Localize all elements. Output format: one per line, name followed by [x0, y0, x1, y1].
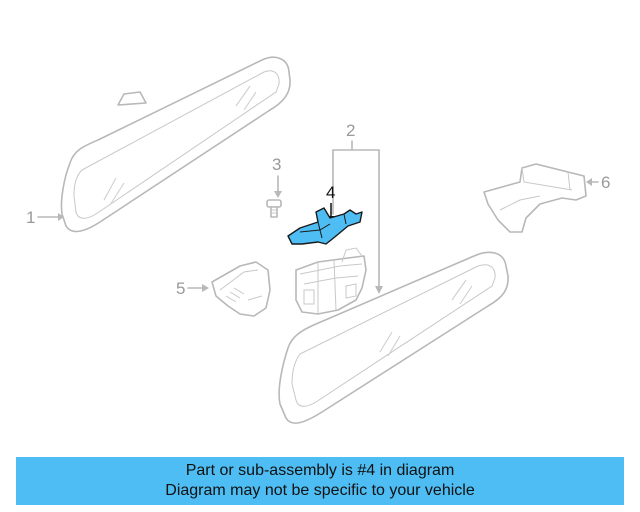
mirror-lower	[278, 251, 509, 424]
parts-diagram: 1 2 3 4	[26, 56, 610, 424]
mirror-upper	[60, 56, 291, 233]
bracket-part-4: 4	[287, 183, 363, 245]
callout-6-label: 6	[601, 173, 610, 192]
mount-housing	[295, 247, 367, 315]
screw-part-3: 3	[266, 155, 282, 218]
callout-2-label: 2	[346, 121, 355, 140]
banner-line-1: Part or sub-assembly is #4 in diagram	[185, 462, 455, 479]
banner-line-2: Diagram may not be specific to your vehi…	[165, 482, 475, 499]
callout-5-label: 5	[176, 279, 185, 298]
clip-part-6: 6	[483, 163, 610, 233]
callout-3-label: 3	[272, 155, 281, 174]
callout-4-label: 4	[326, 183, 335, 202]
callout-1-label: 1	[26, 208, 35, 227]
callout-2: 2	[332, 121, 383, 294]
callout-1: 1	[26, 208, 64, 227]
info-banner: Part or sub-assembly is #4 in diagram Di…	[16, 457, 624, 505]
cover-part-5: 5	[176, 261, 271, 317]
